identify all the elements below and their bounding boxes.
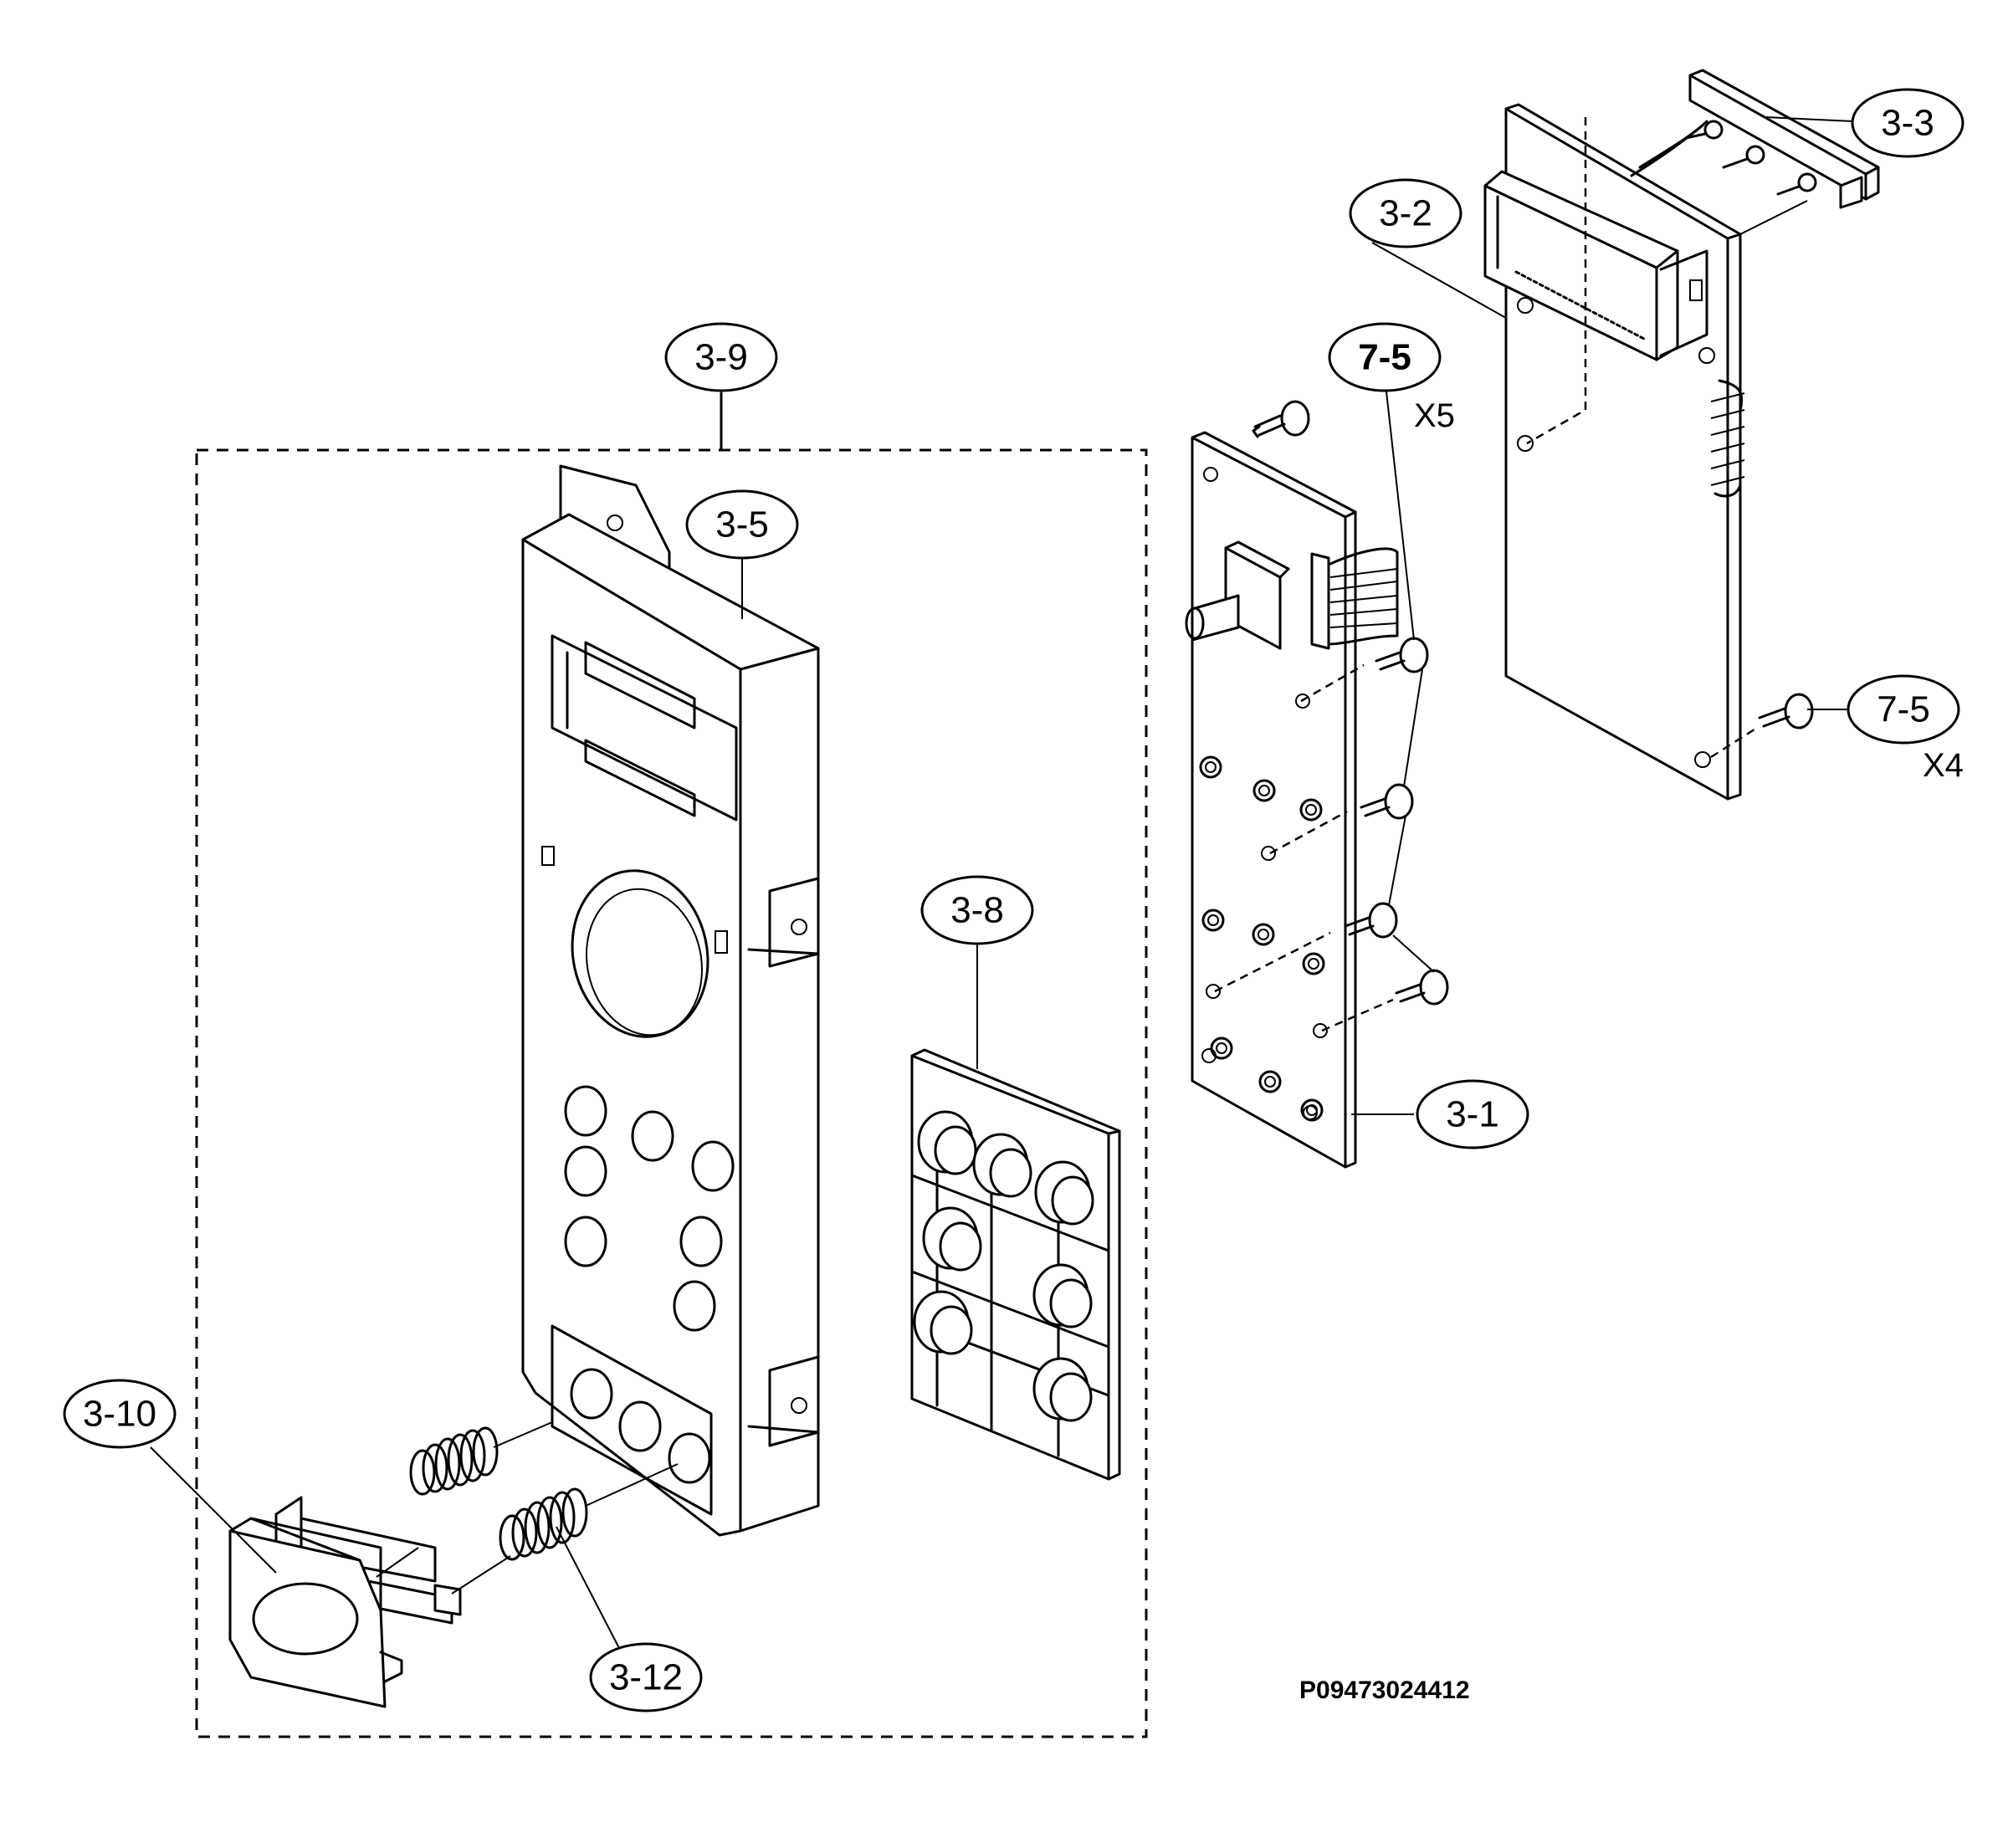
callout-3-12: 3-12 (589, 1642, 703, 1712)
callout-3-2: 3-2 (1349, 178, 1462, 248)
leader-lines (150, 116, 1854, 1649)
assembly-group-3-9-boundary (195, 392, 1148, 1738)
screw-top-left (1252, 400, 1310, 438)
screw-1 (1375, 637, 1429, 673)
label-3-1: 3-1 (1446, 1094, 1499, 1135)
screw-4 (1395, 969, 1449, 1006)
callout-3-1: 3-1 (1416, 1079, 1529, 1149)
control-panel-frame-3-5 (521, 464, 820, 1537)
callout-7-5-top: 7-5 (1328, 322, 1442, 392)
springs-3-12 (376, 1421, 679, 1595)
label-3-5: 3-5 (715, 504, 769, 545)
keypad-membrane-3-8 (910, 1048, 1121, 1481)
keypad-buttons (913, 1110, 1094, 1422)
screws-7-5-x5 (1214, 376, 1449, 1032)
callout-3-3: 3-3 (1851, 88, 1964, 158)
quantity-x5: X5 (1414, 397, 1455, 434)
control-pcb-3-1 (1185, 431, 1399, 1169)
display-pcb-3-2 (1483, 103, 1814, 801)
door-button-3-10 (228, 1496, 462, 1708)
screw-7-5-right (1758, 693, 1814, 729)
callout-3-5: 3-5 (685, 489, 799, 560)
label-3-8: 3-8 (950, 890, 1004, 931)
label-3-12: 3-12 (609, 1657, 683, 1698)
quantity-x4: X4 (1923, 747, 1964, 784)
callout-3-9: 3-9 (664, 322, 778, 392)
label-7-5-right: 7-5 (1877, 689, 1930, 730)
screw-3 (1344, 902, 1398, 939)
callout-3-10: 3-10 (63, 1379, 177, 1449)
label-3-10: 3-10 (83, 1394, 156, 1435)
label-3-3: 3-3 (1881, 103, 1934, 144)
label-7-5-top: 7-5 (1358, 337, 1411, 378)
callout-3-8: 3-8 (920, 875, 1034, 945)
label-3-9: 3-9 (694, 337, 748, 378)
led-bracket-3-3 (1630, 69, 1880, 235)
spring-lower (499, 1487, 588, 1561)
tact-switches (1199, 755, 1325, 1122)
drawing-code: P09473024412 (1299, 1677, 1470, 1704)
screw-2 (1360, 783, 1414, 820)
button-holes (564, 1085, 735, 1484)
spring-upper (409, 1426, 499, 1496)
label-3-2: 3-2 (1379, 193, 1432, 234)
callout-7-5-right: 7-5 (1847, 674, 1960, 745)
